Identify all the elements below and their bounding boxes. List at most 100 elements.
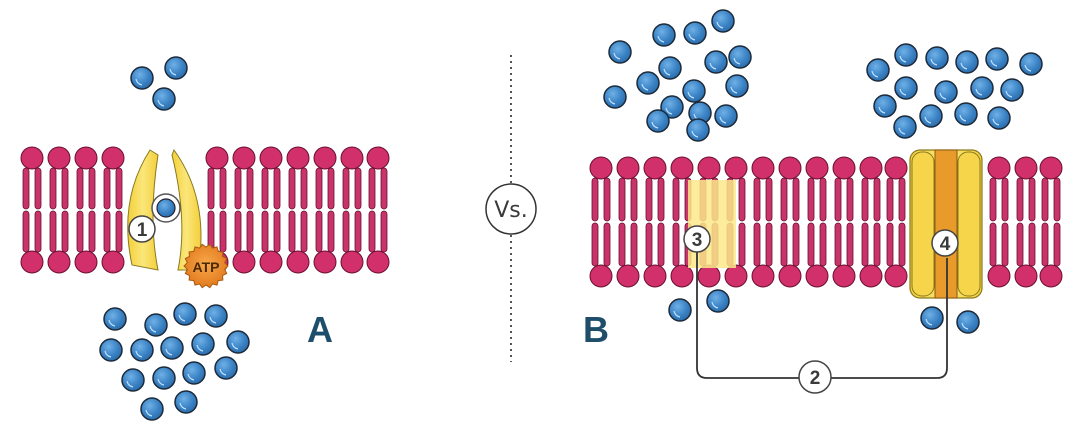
lipid-tail	[591, 177, 599, 222]
molecule-highlight	[733, 57, 741, 65]
solute-molecule	[204, 304, 228, 328]
lipid-head	[47, 250, 71, 274]
lipid-tail	[115, 210, 123, 253]
phospholipid	[366, 146, 390, 274]
molecule-highlight	[871, 70, 879, 78]
lipid-tail	[300, 167, 308, 210]
lipid-head	[805, 264, 829, 288]
molecule-body	[985, 47, 1009, 71]
lipid-tail	[630, 222, 638, 267]
lipid-head	[1039, 264, 1063, 288]
lipid-head	[832, 264, 856, 288]
lipid-tail	[861, 177, 869, 222]
lipid-head	[340, 146, 364, 170]
phospholipid	[643, 156, 667, 288]
molecule-body	[714, 104, 738, 128]
atp-icon	[183, 243, 229, 289]
molecule-body	[866, 58, 890, 82]
lipid-tail	[49, 167, 57, 210]
solute-molecule	[140, 397, 164, 421]
lipid-head	[589, 264, 613, 288]
callout-2-number: 2	[810, 368, 821, 389]
lipid-tail	[22, 167, 30, 210]
phospholipid	[1039, 156, 1063, 288]
atp-badge: ATP	[183, 243, 229, 289]
molecule-body	[204, 304, 228, 328]
lipid-tail	[261, 210, 269, 253]
molecule-highlight	[688, 33, 696, 41]
lipid-head	[232, 146, 256, 170]
lipid-tail	[61, 210, 69, 253]
lipid-tail	[1053, 222, 1061, 267]
lipid-tail	[603, 222, 611, 267]
phospholipid	[589, 156, 613, 288]
solute-molecule	[144, 313, 168, 337]
lipid-head	[366, 146, 390, 170]
molecule-body	[683, 21, 707, 45]
solute-molecule	[668, 298, 692, 322]
lipid-tail	[618, 222, 626, 267]
solute-molecule	[608, 40, 632, 64]
phospholipid	[313, 146, 337, 274]
molecule-body	[956, 310, 980, 334]
solute-molecule	[970, 76, 994, 100]
lipid-tail	[792, 177, 800, 222]
lipid-tail	[88, 167, 96, 210]
lipid-head	[47, 146, 71, 170]
molecule-highlight	[187, 373, 195, 381]
solute-molecule	[925, 46, 949, 70]
molecule-body	[173, 302, 197, 326]
lipid-tail	[898, 177, 906, 222]
molecule-body	[711, 9, 735, 33]
molecule-highlight	[1024, 64, 1032, 72]
lipid-head	[859, 264, 883, 288]
phospholipid	[805, 156, 829, 288]
molecule-highlight	[939, 92, 947, 100]
molecule-body	[103, 307, 127, 331]
solute-molecule	[894, 43, 918, 67]
molecule-highlight	[899, 88, 907, 96]
phospholipid	[286, 146, 310, 274]
phospholipid	[778, 156, 802, 288]
solute-molecule	[182, 361, 206, 385]
solute-molecule	[714, 104, 738, 128]
lipid-tail	[1001, 177, 1009, 222]
molecule-body	[725, 74, 749, 98]
lipid-tail	[645, 177, 653, 222]
molecule-body	[704, 50, 728, 74]
lipid-head	[805, 156, 829, 180]
molecule-highlight	[108, 319, 116, 327]
solute-molecule	[660, 95, 684, 119]
bound-molecule	[156, 198, 176, 218]
phospholipid	[832, 156, 856, 288]
lipid-head	[286, 146, 310, 170]
solute-molecule	[636, 71, 660, 95]
lipid-head	[259, 250, 283, 274]
lipid-head	[832, 156, 856, 180]
lipid-tail	[1028, 222, 1036, 267]
lipid-head	[884, 264, 908, 288]
molecule-highlight	[657, 35, 665, 43]
molecule-body	[214, 356, 238, 380]
lipid-tail	[780, 177, 788, 222]
solute-molecule	[987, 106, 1011, 130]
lipid-tail	[368, 210, 376, 253]
lipid-tail	[1053, 177, 1061, 222]
lipid-tail	[989, 177, 997, 222]
lipid-tail	[753, 177, 761, 222]
solute-molecule	[985, 47, 1009, 71]
molecule-body	[893, 115, 917, 139]
molecule-highlight	[990, 59, 998, 67]
lipid-head	[101, 250, 125, 274]
molecule-highlight	[1005, 90, 1013, 98]
molecule-highlight	[145, 409, 153, 417]
molecule-body	[728, 45, 752, 69]
phospholipid	[101, 146, 125, 274]
molecule-highlight	[899, 55, 907, 63]
callout-4-number: 4	[940, 234, 951, 255]
molecule-highlight	[165, 348, 173, 356]
molecule-highlight	[960, 62, 968, 70]
phospholipid	[47, 146, 71, 274]
molecule-body	[660, 95, 684, 119]
